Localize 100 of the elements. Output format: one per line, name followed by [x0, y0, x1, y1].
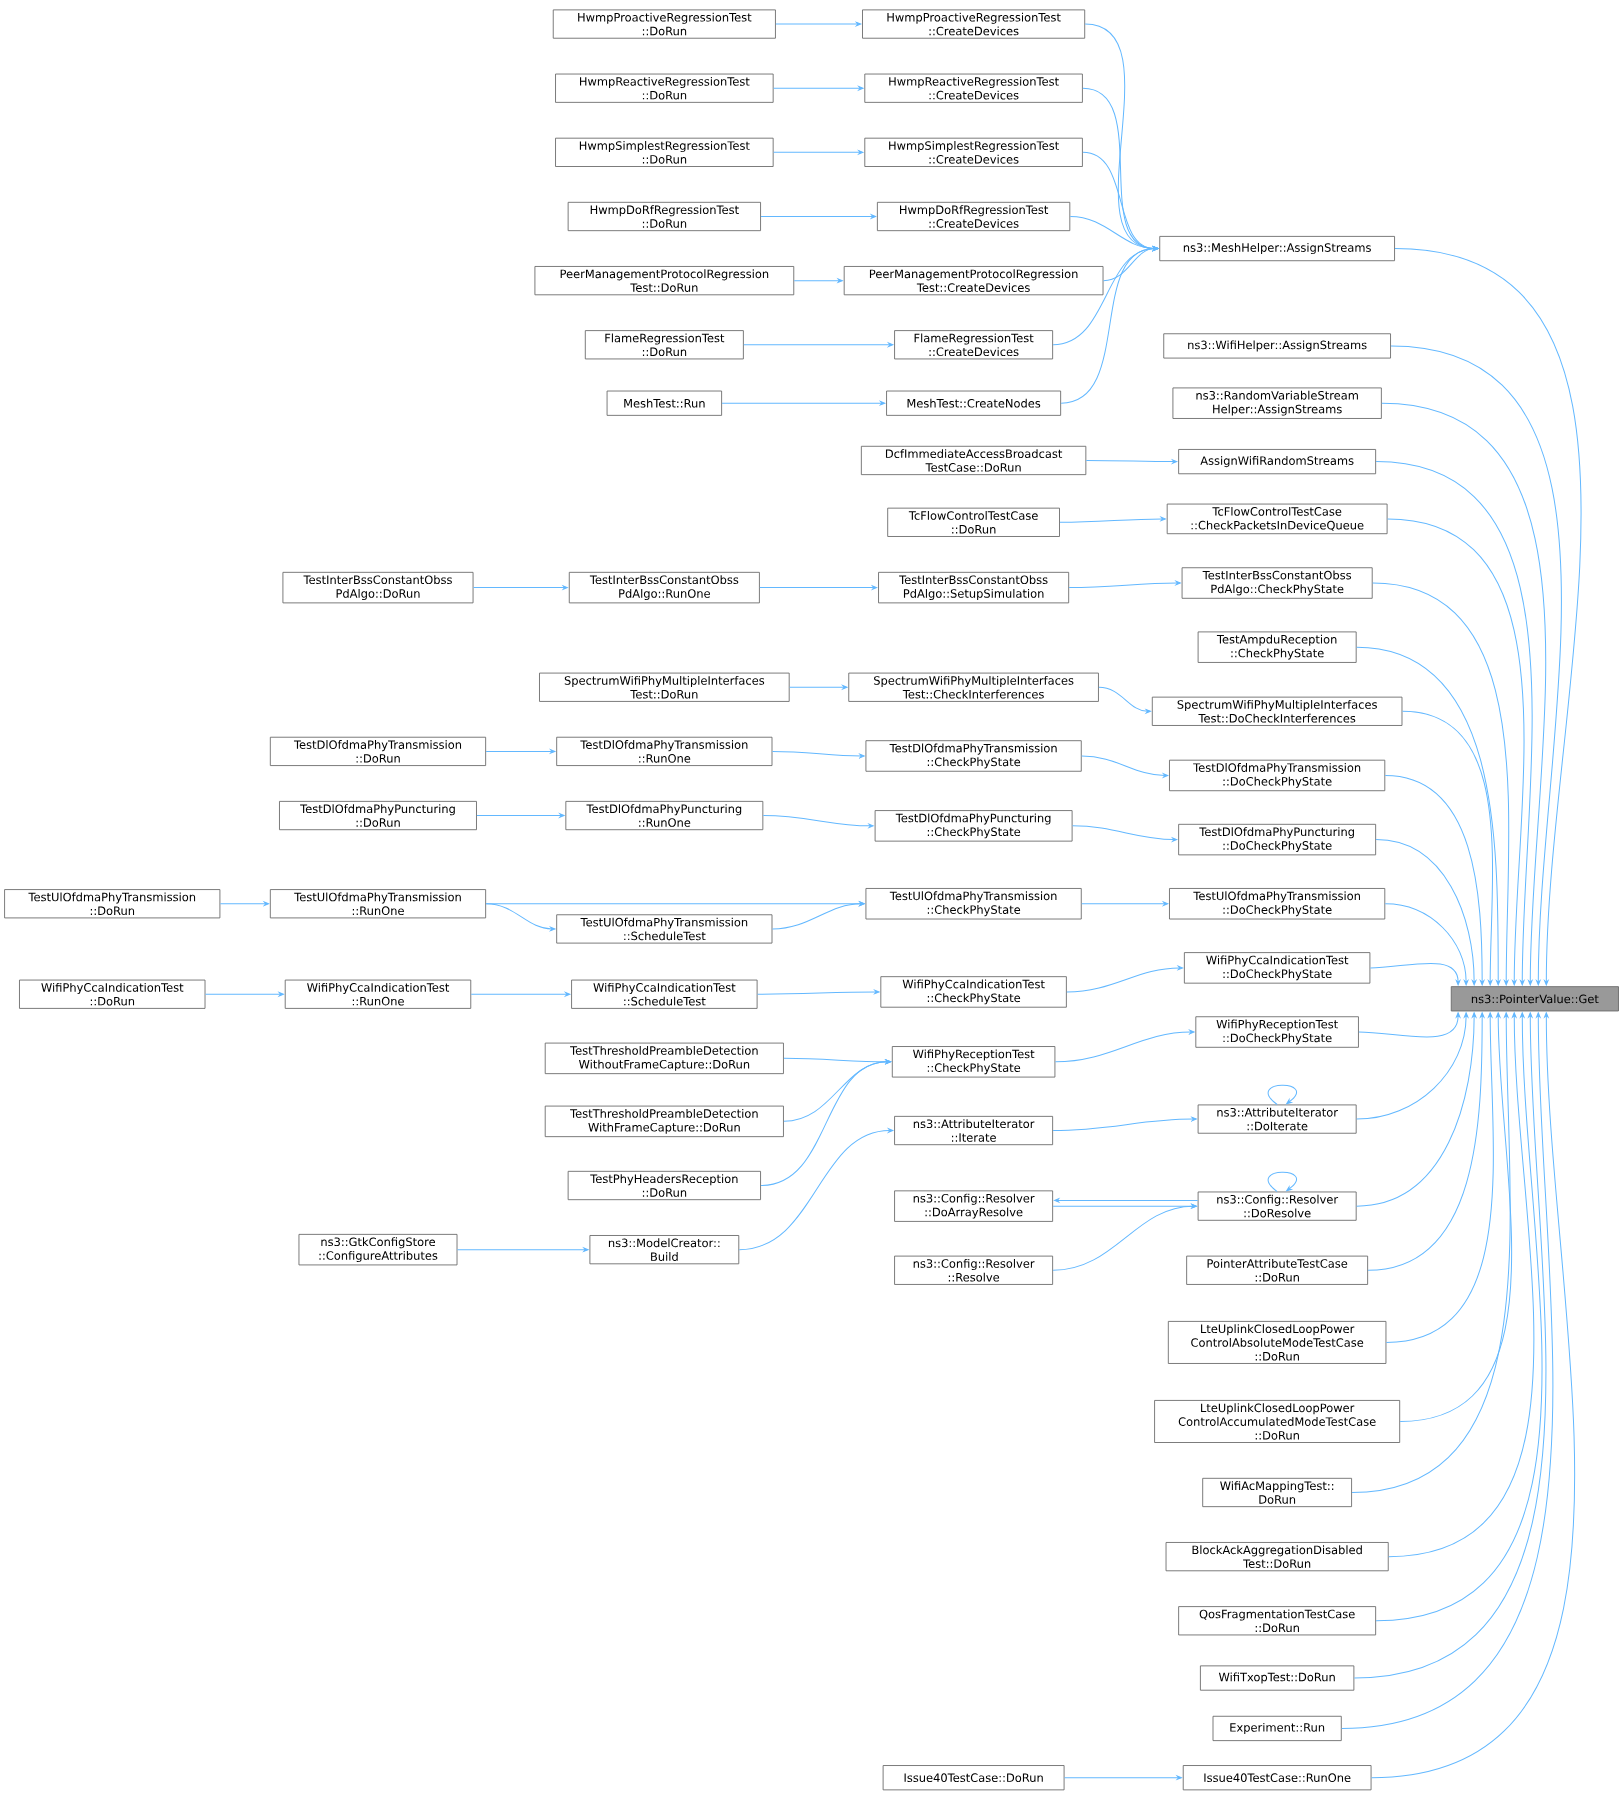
call-arrow — [204, 992, 284, 997]
call-arrow — [1401, 710, 1493, 986]
call-arrow — [1370, 1012, 1575, 1779]
function-box: ns3::Config::Resolver ::DoResolve — [1197, 1191, 1357, 1221]
function-box: SpectrumWifiPhyMultipleInterfaces Test::DoRun — [538, 672, 790, 702]
call-arrow — [1369, 962, 1461, 986]
function-box: Issue40TestCase::DoRun — [882, 1765, 1065, 1791]
function-box: SpectrumWifiPhyMultipleInterfaces Test::CheckInterferences — [848, 672, 1099, 702]
function-box: ns3::ModelCreator:: Build — [589, 1235, 740, 1265]
call-arrow — [1356, 646, 1501, 986]
function-box: TestUlOfdmaPhyTransmission ::CheckPhyState — [865, 888, 1082, 920]
function-box: FlameRegressionTest ::DoRun — [584, 330, 744, 360]
call-arrow — [485, 903, 556, 932]
function-box: TestInterBssConstantObss PdAlgo::DoRun — [282, 571, 474, 604]
call-arrow — [1063, 1775, 1182, 1780]
call-arrow — [1060, 246, 1159, 404]
function-box: TestDlOfdmaPhyPuncturing ::DoRun — [278, 800, 477, 831]
function-box: TestUlOfdmaPhyTransmission ::ScheduleTest — [556, 914, 773, 944]
function-box: Experiment::Run — [1212, 1715, 1342, 1742]
function-box: TestPhyHeadersReception ::DoRun — [567, 1170, 761, 1201]
call-arrow — [1054, 1029, 1195, 1063]
function-box: HwmpSimplestRegressionTest ::CreateDevices — [864, 137, 1083, 167]
call-arrow — [743, 342, 894, 347]
function-box: PeerManagementProtocolRegression Test::DoRun — [534, 266, 795, 296]
call-arrow — [1081, 755, 1169, 778]
call-arrow — [1386, 518, 1525, 986]
function-box: TestAmpduReception ::CheckPhyState — [1197, 631, 1357, 663]
function-box: MeshTest::Run — [606, 390, 722, 416]
function-box: ns3::Config::Resolver ::DoArrayResolve — [894, 1190, 1053, 1222]
function-box: WifiPhyCcaIndicationTest ::CheckPhyState — [880, 976, 1067, 1008]
call-arrow — [1081, 901, 1169, 906]
function-box: TestDlOfdmaPhyPuncturing ::CheckPhyState — [874, 810, 1073, 842]
function-box: TestUlOfdmaPhyTransmission ::RunOne — [269, 889, 486, 919]
function-box: HwmpDoRfRegressionTest ::CreateDevices — [876, 201, 1071, 232]
call-arrow — [793, 278, 843, 283]
call-arrow — [1066, 965, 1183, 993]
call-arrow — [1390, 345, 1562, 986]
function-box: TestDlOfdmaPhyPuncturing ::RunOne — [565, 800, 764, 831]
call-arrow — [472, 585, 568, 590]
function-box: TestDlOfdmaPhyPuncturing ::DoCheckPhyState — [1178, 823, 1376, 856]
call-arrow — [1085, 459, 1178, 464]
function-box: ns3::WifiHelper::AssignStreams — [1163, 333, 1391, 359]
function-box: FlameRegressionTest ::CreateDevices — [894, 330, 1053, 360]
function-box: TestThresholdPreambleDetection WithFrameCapture::DoRun — [544, 1105, 784, 1138]
function-box: WifiPhyCcaIndicationTest ::ScheduleTest — [571, 979, 758, 1009]
call-arrow — [1353, 1012, 1547, 1679]
call-arrow — [1385, 1012, 1494, 1343]
call-arrow — [775, 21, 862, 27]
function-box: HwmpReactiveRegressionTest ::DoRun — [555, 73, 774, 103]
call-arrow — [1375, 461, 1533, 986]
function-box: WifiPhyCcaIndicationTest ::DoCheckPhyState — [1183, 952, 1371, 984]
call-arrow — [470, 992, 571, 997]
function-box: AssignWifiRandomStreams — [1178, 449, 1376, 475]
function-box: HwmpSimplestRegressionTest ::DoRun — [555, 137, 774, 167]
call-arrow — [1052, 1116, 1197, 1132]
call-arrow — [789, 685, 848, 690]
call-arrow — [1351, 1012, 1511, 1493]
function-box: ns3::AttributeIterator ::Iterate — [894, 1115, 1053, 1146]
function-box: TestDlOfdmaPhyTransmission ::DoCheckPhyState — [1168, 759, 1386, 792]
call-arrow — [1356, 1012, 1477, 1207]
call-arrow — [1388, 1012, 1534, 1558]
call-arrow — [721, 400, 886, 406]
function-box: Issue40TestCase::RunOne — [1182, 1765, 1372, 1791]
function-box: ns3::Config::Resolver ::Resolve — [894, 1255, 1053, 1285]
call-arrow — [1052, 1203, 1197, 1271]
function-box: LteUplinkClosedLoopPower ControlAbsoluteModeTestCase ::DoRun — [1167, 1320, 1387, 1364]
call-arrow — [456, 1247, 589, 1252]
function-box: LteUplinkClosedLoopPower ControlAccumulatedModeTestCase ::DoRun — [1154, 1400, 1401, 1443]
call-arrow — [762, 815, 874, 829]
call-arrow — [771, 750, 865, 759]
call-arrow — [1068, 580, 1181, 589]
function-box: TcFlowControlTestCase ::CheckPacketsInDeviceQueue — [1166, 503, 1388, 535]
call-arrow — [760, 214, 876, 219]
function-box: DcfImmediateAccessBroadcast TestCase::DoRun — [860, 445, 1087, 476]
call-arrow — [1098, 686, 1151, 714]
call-arrow — [760, 1059, 891, 1186]
call-arrow — [476, 813, 565, 818]
self-call-arrow — [1267, 1171, 1297, 1193]
function-box: WifiAcMappingTest:: DoRun — [1202, 1477, 1352, 1508]
function-box: WifiPhyReceptionTest ::CheckPhyState — [891, 1046, 1056, 1078]
function-box: TestThresholdPreambleDetection WithoutFrameCapture::DoRun — [544, 1042, 784, 1075]
call-arrow — [1381, 402, 1547, 986]
call-arrow — [738, 1128, 894, 1251]
call-arrow — [1059, 516, 1166, 523]
call-arrow — [1358, 1012, 1461, 1038]
call-arrow — [1399, 1012, 1512, 1422]
function-box: WifiPhyCcaIndicationTest ::DoRun — [18, 979, 206, 1009]
function-box: ns3::RandomVariableStream Helper::AssignStreams — [1172, 387, 1382, 419]
call-arrow — [773, 150, 864, 155]
function-box: QosFragmentationTestCase ::DoRun — [1178, 1606, 1376, 1636]
function-box: TestUlOfdmaPhyTransmission ::DoCheckPhyState — [1168, 888, 1386, 920]
highlighted-function-box: ns3::PointerValue::Get — [1450, 986, 1619, 1012]
call-arrow — [485, 749, 556, 754]
call-arrow — [759, 585, 878, 590]
call-arrow — [1384, 774, 1485, 986]
call-arrow — [771, 901, 865, 930]
function-box: SpectrumWifiPhyMultipleInterfaces Test::DoCheckInterferences — [1151, 696, 1403, 726]
function-box: ns3::GtkConfigStore ::ConfigureAttributes — [298, 1233, 458, 1266]
self-call-arrow — [1267, 1084, 1297, 1105]
function-box: WifiTxopTest::DoRun — [1199, 1665, 1355, 1691]
